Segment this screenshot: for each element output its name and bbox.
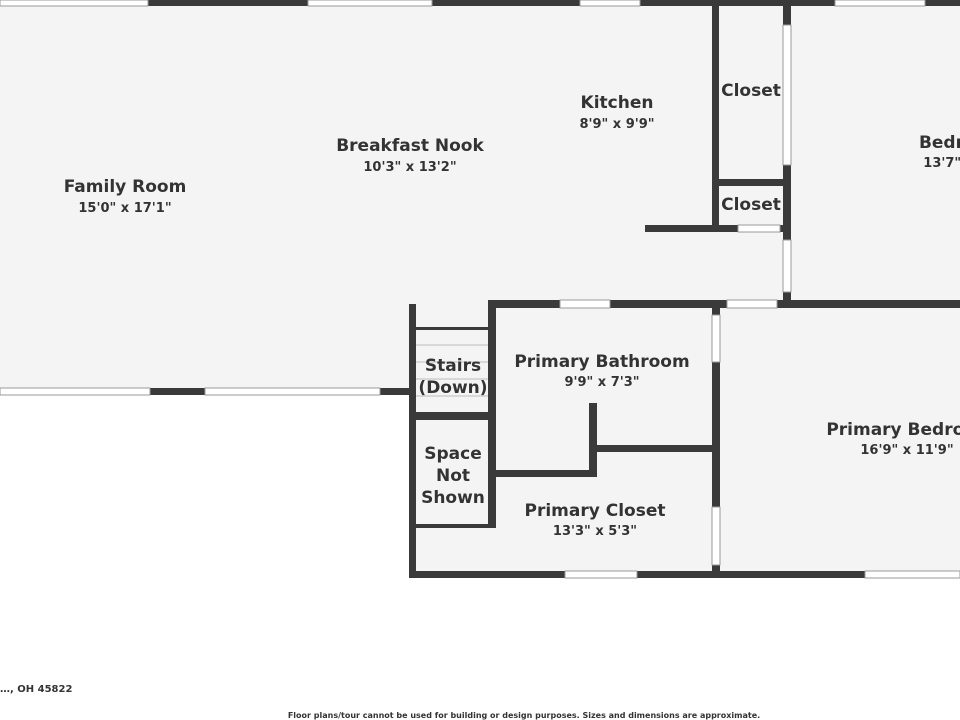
space-not-shown-label: Not: [436, 466, 470, 486]
door-opening: [559, 299, 611, 309]
closet-label: Closet: [721, 195, 781, 215]
door-opening: [711, 506, 721, 566]
primary-bathroom-dims: 9'9" x 7'3": [564, 375, 639, 390]
primary-closet-label: Primary Closet: [525, 501, 666, 521]
door-opening: [737, 224, 781, 233]
bedroom-dims: 13'7" x 13': [923, 156, 960, 171]
breakfast-nook-dims: 10'3" x 13'2": [363, 160, 456, 175]
space-not-shown-label: Space: [424, 444, 482, 464]
door-opening: [711, 314, 721, 363]
kitchen-dims: 8'9" x 9'9": [579, 117, 654, 132]
disclaimer: Floor plans/tour cannot be used for buil…: [288, 711, 760, 720]
primary-bedroom-label: Primary Bedroom: [826, 420, 960, 440]
family-room-label: Family Room: [64, 177, 187, 197]
primary-bathroom-label: Primary Bathroom: [514, 352, 689, 372]
door-opening: [726, 299, 778, 309]
address: …, OH 45822: [0, 684, 72, 695]
windows: [0, 0, 960, 579]
kitchen-label: Kitchen: [581, 93, 654, 113]
floor-bedroom: [790, 6, 960, 302]
space-not-shown-label: Shown: [421, 488, 485, 508]
floor-primary-suite: [416, 304, 960, 572]
closet-label: Closet: [721, 81, 781, 101]
primary-bedroom-dims: 16'9" x 11'9": [860, 443, 953, 458]
stair-treads: [416, 344, 488, 397]
door-opening: [782, 24, 792, 166]
door-opening: [782, 239, 792, 293]
family-room-dims: 15'0" x 17'1": [78, 201, 171, 216]
bedroom-label: Bedroom: [919, 133, 960, 153]
breakfast-nook-label: Breakfast Nook: [336, 136, 484, 156]
primary-closet-dims: 13'3" x 5'3": [553, 524, 637, 539]
stairs-label: Stairs: [425, 356, 481, 376]
stairs-label: (Down): [418, 378, 487, 398]
